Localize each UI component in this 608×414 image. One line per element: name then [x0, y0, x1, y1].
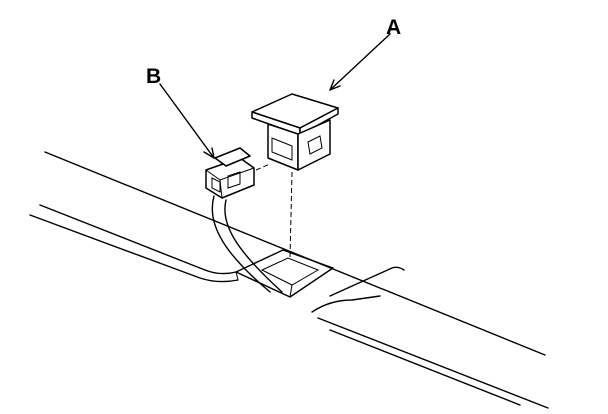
callout-b: B — [146, 65, 161, 88]
wire-harness — [211, 195, 283, 293]
connector-b — [205, 147, 255, 199]
mounting-hole — [235, 249, 334, 298]
trim-panel — [29, 151, 549, 409]
arrowhead-a — [329, 79, 341, 91]
arrowhead-b — [203, 147, 215, 159]
callout-a: A — [386, 16, 401, 39]
switch-a — [251, 93, 339, 171]
leader-a — [329, 33, 391, 91]
callout-leaders — [159, 33, 391, 159]
assembly-guides — [255, 163, 293, 259]
leader-b — [159, 83, 215, 159]
